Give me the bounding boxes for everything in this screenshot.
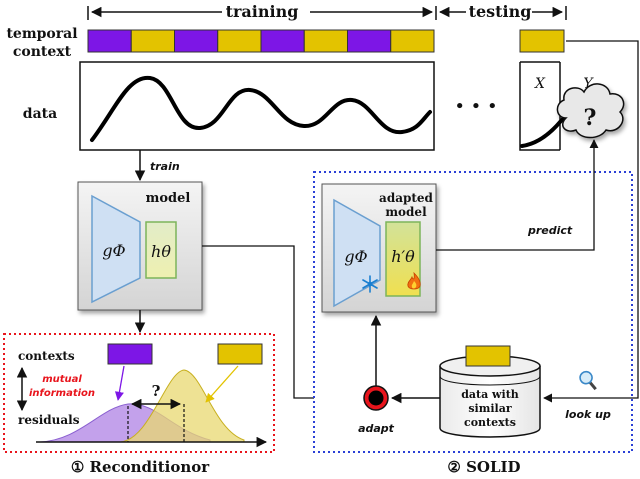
timeline-header: training testing — [87, 2, 567, 22]
db-line-3: contexts — [464, 416, 516, 429]
mean-gap-question: ? — [152, 382, 161, 400]
similar-context-database — [439, 355, 541, 438]
adapted-model-title-2: model — [385, 205, 427, 219]
mi-label-2: information — [29, 388, 95, 399]
lookup-connector — [543, 330, 639, 403]
snowflake-icon — [362, 275, 378, 293]
yellow-residual-distribution — [119, 369, 245, 443]
encoder-trapezoid — [91, 194, 141, 304]
test-series-curve — [520, 112, 570, 148]
test-context-connector — [566, 40, 639, 330]
temporal-context-label-2: context — [13, 44, 72, 60]
testing-label: testing — [469, 2, 532, 21]
adapt-node-inner — [368, 390, 384, 406]
test-window-frame — [519, 62, 560, 151]
fire-icon — [407, 271, 421, 290]
train-label: train — [150, 160, 180, 173]
unknown-symbol: ? — [584, 105, 597, 131]
head-block — [145, 221, 177, 279]
look-up-label: look up — [565, 408, 611, 421]
testing-context-block — [519, 29, 565, 53]
purple-context-chip — [107, 343, 153, 365]
reconditionor-footer: ① Reconditionor — [71, 458, 210, 476]
context-strip — [87, 29, 435, 53]
temporal-context-label: temporal — [6, 26, 77, 42]
predict-label: predict — [527, 224, 573, 237]
yellow-chip-pointer — [205, 365, 239, 403]
context-segment-yellow — [130, 29, 175, 53]
context-segment-purple — [347, 29, 392, 53]
context-segment-yellow — [303, 29, 348, 53]
residuals-label: residuals — [18, 413, 80, 427]
db-line-1: data with — [461, 388, 519, 401]
database-context-chip — [465, 345, 511, 367]
adapted-encoder-trapezoid — [333, 198, 381, 308]
adapted-model-title-1: adapted — [379, 191, 434, 205]
time-series-curve — [90, 75, 432, 142]
magnifier-icon — [579, 370, 597, 391]
encoder-symbol: gΦ — [102, 241, 125, 260]
yellow-context-chip — [217, 343, 263, 365]
predict-connector — [436, 139, 599, 251]
adapted-encoder-symbol: gΦ — [344, 247, 367, 266]
contexts-label: contexts — [18, 349, 75, 363]
model-title: model — [146, 191, 191, 206]
purple-chip-pointer — [114, 365, 125, 401]
data-row-label: data — [23, 106, 57, 122]
context-segment-purple — [174, 29, 219, 53]
adapted-head-symbol: h′θ — [391, 247, 415, 266]
adapt-label: adapt — [358, 422, 395, 435]
mi-label-1: mutual — [42, 374, 82, 385]
context-segment-yellow — [217, 29, 262, 53]
training-data-box — [79, 61, 435, 151]
head-symbol: hθ — [151, 242, 171, 261]
context-segment-purple — [260, 29, 305, 53]
db-line-2: similar — [468, 402, 511, 415]
ellipsis: • • • — [454, 96, 497, 117]
unknown-future-cloud — [556, 83, 625, 139]
solid-footer: ② SOLID — [447, 458, 520, 476]
x-label: X — [534, 76, 546, 92]
context-segment-purple — [87, 29, 132, 53]
training-label: training — [226, 2, 299, 21]
y-label: Y — [583, 76, 594, 92]
context-segment-yellow — [390, 29, 435, 53]
